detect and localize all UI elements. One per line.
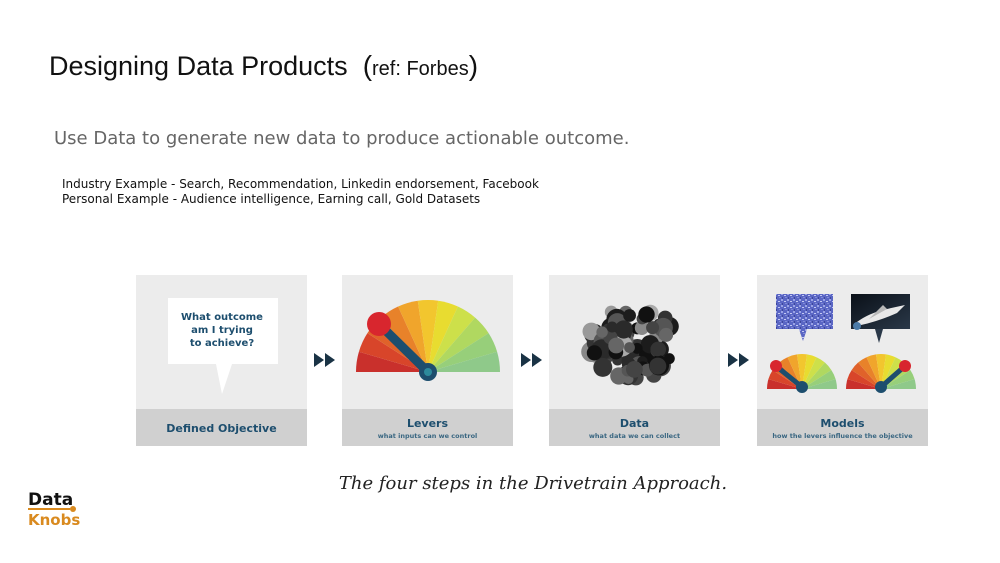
data-blob: [634, 320, 649, 335]
step-title-data: Data: [619, 417, 650, 430]
logo-line-2: Knobs: [28, 511, 80, 529]
data-blob: [638, 306, 655, 323]
step-title-models: Models: [820, 417, 865, 430]
gauge-segment: [797, 354, 807, 389]
step-band-models: Models how the levers influence the obje…: [757, 409, 928, 446]
data-blob: [614, 320, 633, 339]
noise-image: [776, 294, 833, 329]
step-subtitle-levers: what inputs can we control: [377, 432, 478, 440]
gauge-segment: [802, 354, 817, 389]
data-blob: [624, 342, 635, 353]
title-ref-open: (: [362, 50, 373, 81]
examples-block: Industry Example - Search, Recommendatio…: [62, 177, 539, 207]
gauge-segment: [398, 300, 428, 372]
gauge-segment: [766, 379, 802, 389]
gauge-segment: [881, 354, 896, 389]
page-title: Designing Data Products (ref: Forbes): [49, 50, 478, 82]
data-blobs: [581, 304, 679, 386]
step-panel-data: Data what data we can collect: [549, 275, 720, 446]
gauge-segment: [802, 379, 838, 389]
step-title-objective: Defined Objective: [166, 422, 277, 435]
data-blob: [593, 357, 613, 377]
data-blob: [659, 327, 674, 342]
data-blob: [646, 321, 660, 335]
subtitle: Use Data to generate new data to produce…: [54, 128, 630, 149]
data-blob: [649, 357, 667, 375]
step-panel-levers: Levers what inputs can we control: [342, 275, 513, 446]
speech-bubble-tail: [216, 364, 232, 394]
models-graphic: [766, 294, 917, 393]
data-blob: [608, 337, 625, 354]
data-blob: [650, 342, 665, 357]
bubble-line-1: What outcome: [181, 312, 263, 323]
diagram-caption: The four steps in the Drivetrain Approac…: [338, 473, 728, 494]
step-band-levers: Levers what inputs can we control: [342, 409, 513, 446]
data-blob: [606, 321, 618, 333]
data-cloud-graphic: [581, 304, 679, 386]
step-subtitle-models: how the levers influence the objective: [772, 432, 913, 440]
gauge-segment: [358, 333, 428, 372]
logo-line-1: Data: [28, 490, 73, 510]
bubble-line-3: to achieve?: [190, 338, 254, 349]
gauge-segment: [428, 351, 501, 372]
lever-gauge-graphic: [355, 299, 501, 381]
fast-forward-icon: [521, 353, 542, 367]
gauge-segment: [858, 357, 881, 389]
industry-example: Industry Example - Search, Recommendatio…: [62, 177, 539, 191]
gauge-segment: [428, 300, 458, 372]
fast-forward-icon: [728, 353, 749, 367]
gauge-segment: [428, 333, 498, 372]
gauge-segment: [355, 351, 428, 372]
gauge-segment: [428, 317, 489, 372]
step-subtitle-data: what data we can collect: [588, 432, 681, 440]
step-title-levers: Levers: [406, 417, 449, 430]
gauge-dial: [355, 299, 501, 372]
title-ref: ref: Forbes: [372, 58, 469, 80]
data-blob: [596, 326, 608, 338]
speech-bubble-graphic: What outcome am I trying to achieve?: [168, 298, 278, 394]
step-band-objective: Defined Objective: [136, 409, 307, 446]
gauge-segment: [802, 362, 832, 389]
data-blob: [623, 309, 636, 322]
step-panel-models: Models how the levers influence the obje…: [757, 275, 928, 446]
gauge-segment: [845, 379, 881, 389]
personal-example: Personal Example - Audience intelligence…: [62, 192, 481, 206]
gauge-segment: [881, 370, 915, 389]
gauge-segment: [768, 370, 802, 389]
gauge-knob: [367, 312, 391, 336]
speech-bubble: [168, 298, 278, 364]
data-blob: [586, 345, 602, 361]
gauge-segment: [851, 362, 881, 389]
data-knobs-logo: Data Knobs: [28, 490, 80, 529]
gauge-segment: [866, 354, 881, 389]
model-gauge-1: [766, 354, 838, 389]
gauge-segment: [802, 357, 825, 389]
gauge-segment: [428, 306, 476, 372]
gauge-segment: [876, 354, 886, 389]
data-blob: [626, 361, 643, 378]
fast-forward-icon: [314, 353, 335, 367]
title-ref-close: ): [468, 50, 479, 81]
gauge-segment: [787, 354, 802, 389]
step-band-data: Data what data we can collect: [549, 409, 720, 446]
bubble-line-2: am I trying: [191, 325, 253, 336]
step-panel-objective: What outcome am I trying to achieve? Def…: [136, 275, 307, 446]
gauge-segment: [417, 299, 439, 372]
title-text: Designing Data Products: [49, 51, 348, 81]
gauge-segment: [881, 379, 917, 389]
gauge-segment: [847, 370, 881, 389]
gauge-segment: [802, 370, 836, 389]
